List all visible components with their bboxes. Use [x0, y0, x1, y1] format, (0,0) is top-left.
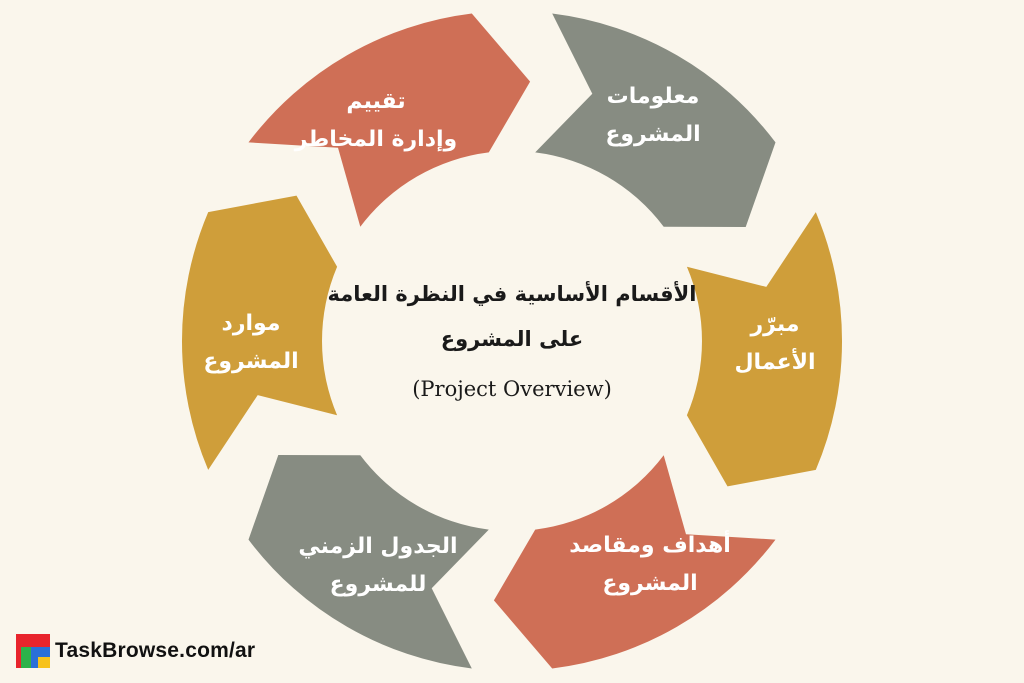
segment-label-project-resources-line1: موارد [222, 311, 281, 336]
segment-label-project-schedule-line1: الجدول الزمني [298, 534, 457, 559]
segment-project-resources: موارد المشروع [181, 195, 338, 470]
segment-shape-project-resources [181, 195, 338, 470]
segment-label-project-info-line1: معلومات [607, 84, 700, 109]
segment-label-risk-management-line1: تقييم [346, 89, 405, 114]
segment-label-risk-management-line2: وإدارة المخاطر [294, 127, 457, 152]
taskbrowse-logo-icon [16, 634, 50, 668]
segment-label-goals-objectives-line1: أهداف ومقاصد [569, 529, 731, 558]
segment-label-project-resources-line2: المشروع [203, 349, 298, 374]
brand-text: TaskBrowse.com/ar [55, 639, 256, 662]
ring-segments: معلومات المشروع مبرّر الأعمال أهداف ومقاصد ال… [181, 13, 843, 669]
segment-business-case: مبرّر الأعمال [686, 212, 843, 487]
segment-shape-risk-management [248, 13, 531, 227]
segment-shape-business-case [686, 212, 843, 487]
center-title-group: الأقسام الأساسية في النظرة العامة على ال… [328, 280, 697, 401]
segment-label-project-info-line2: المشروع [605, 122, 700, 147]
segment-label-business-case-line1: مبرّر [750, 312, 800, 337]
segment-shape-project-schedule [248, 455, 489, 669]
center-title-line2: على المشروع [441, 327, 583, 351]
brand: TaskBrowse.com/ar [16, 633, 255, 669]
segment-goals-objectives: أهداف ومقاصد المشروع [493, 455, 776, 669]
segment-shape-goals-objectives [493, 455, 776, 669]
segment-label-project-schedule-line2: للمشروع [330, 572, 427, 597]
segment-label-business-case-line2: الأعمال [734, 347, 815, 375]
segment-shape-project-info [535, 13, 776, 227]
segment-risk-management: تقييم وإدارة المخاطر [248, 13, 531, 227]
center-title-line1: الأقسام الأساسية في النظرة العامة [328, 280, 697, 306]
segment-project-schedule: الجدول الزمني للمشروع [248, 455, 489, 669]
center-subtitle: (Project Overview) [412, 377, 612, 401]
segment-label-goals-objectives-line2: المشروع [602, 571, 697, 596]
segment-project-info: معلومات المشروع [535, 13, 776, 227]
